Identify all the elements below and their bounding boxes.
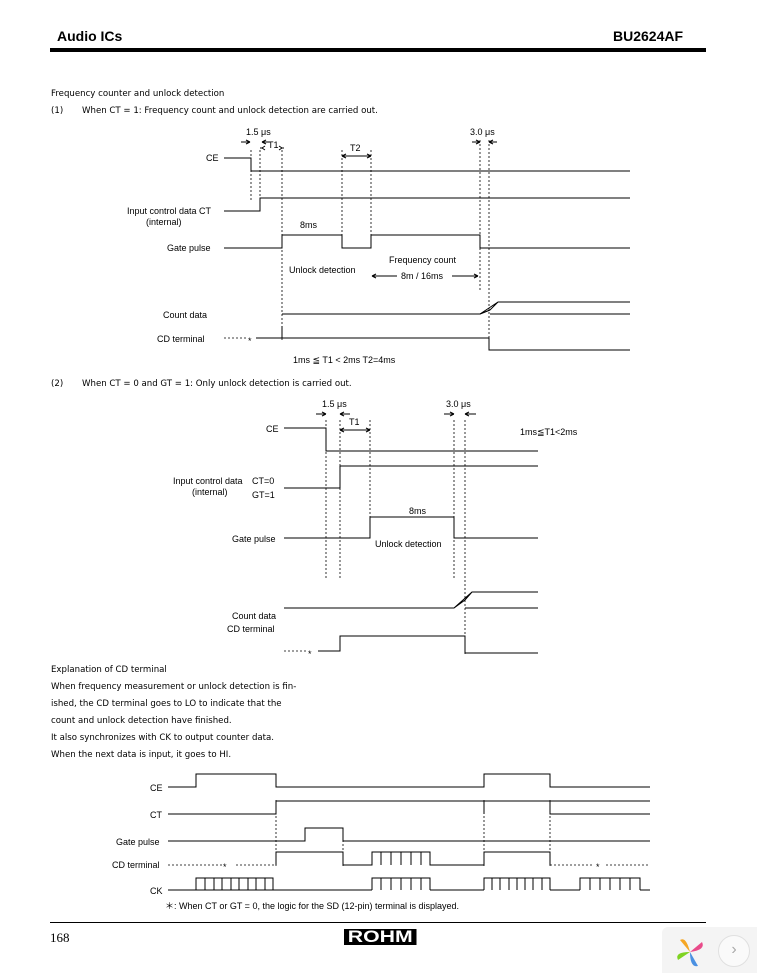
d2-guides [325, 420, 466, 655]
d1-star: * [248, 336, 252, 346]
explain-line-3: count and unlock detection have finished… [51, 716, 232, 726]
d3-ce-label: CE [150, 783, 163, 793]
d3-cd-burst [371, 852, 422, 865]
d1-freq-span [371, 273, 479, 279]
d1-count-label: Count data [163, 310, 207, 320]
d2-gt1-label: GT=1 [252, 490, 275, 500]
d2-internal-label: (internal) [192, 487, 228, 497]
explain-line-5: When the next data is input, it goes to … [51, 750, 232, 760]
d3-ck-bursts [195, 877, 650, 891]
d2-star: * [308, 649, 312, 659]
d3-ce-wave [168, 773, 650, 788]
d3-gate-wave [168, 827, 650, 842]
d1-guides [250, 140, 490, 352]
d2-cond: 1ms≦T1<2ms [520, 427, 578, 437]
d1-t30-label: 3.0 μs [470, 127, 495, 137]
rohm-logo: ROHM [344, 928, 417, 945]
footer-rule [50, 922, 706, 923]
d3-star-b: * [596, 862, 600, 872]
d3-ck-label: CK [150, 886, 163, 896]
explain-title: Explanation of CD terminal [51, 665, 167, 675]
d1-arrow-a [241, 139, 251, 145]
d2-ce-wave [284, 427, 538, 452]
d2-cd-wave [318, 635, 538, 654]
d2-arrows-a [316, 411, 350, 417]
d2-cd-label: CD terminal [227, 624, 275, 634]
d3-cd-label: CD terminal [112, 860, 160, 870]
d3-ct-label: CT [150, 810, 162, 820]
d1-icd-label: Input control data CT [127, 206, 212, 216]
explain-line-1: When frequency measurement or unlock det… [51, 682, 297, 692]
d1-t2-label: T2 [350, 143, 361, 153]
d3-ct-wave [168, 800, 650, 815]
d2-count-label: Count data [232, 611, 276, 621]
d1-gate-label: Gate pulse [167, 243, 211, 253]
d1-cd-label: CD terminal [157, 334, 205, 344]
d2-t30-label: 3.0 μs [446, 399, 471, 409]
d3-gate-label: Gate pulse [116, 837, 160, 847]
d1-t15-label: 1.5 μs [246, 127, 271, 137]
item2-text: When CT = 0 and GT = 1: Only unlock dete… [82, 379, 352, 389]
header-rule [50, 48, 706, 52]
d1-ce-wave [224, 157, 630, 172]
d2-t1-label: T1 [349, 417, 360, 427]
d1-freq-label: Frequency count [389, 255, 457, 265]
d2-8ms-label: 8ms [409, 506, 427, 516]
d2-gate-wave [284, 516, 538, 539]
d3-star-a: * [223, 862, 227, 872]
d3-note: ＊: When CT or GT = 0, the logic for the … [165, 901, 459, 911]
d2-t1-span [339, 427, 371, 433]
item1-number: (1) [51, 106, 64, 116]
d2-ce-label: CE [266, 424, 279, 434]
d2-ct0-label: CT=0 [252, 476, 274, 486]
d1-unlock-label: Unlock detection [289, 265, 356, 275]
d2-unlock-label: Unlock detection [375, 539, 442, 549]
d1-arrow-b [261, 139, 270, 145]
d1-t2-span [341, 153, 372, 159]
explain-line-2: ished, the CD terminal goes to LO to ind… [51, 699, 282, 709]
header-section-title: Audio ICs [57, 28, 123, 44]
page-number: 168 [50, 930, 70, 945]
d1-arrow-c [472, 139, 481, 145]
section-title: Frequency counter and unlock detection [51, 89, 225, 99]
d3-guides [275, 800, 551, 866]
d1-8ms-label: 8ms [300, 220, 318, 230]
d2-arrows-b [444, 411, 476, 417]
explain-line-4: It also synchronizes with CK to output c… [51, 733, 275, 743]
d1-ce-label: CE [206, 153, 219, 163]
d1-count-cross [479, 309, 491, 315]
d1-arrow-d [488, 139, 497, 145]
d1-t1-span [260, 145, 284, 151]
header-part-number: BU2624AF [613, 28, 684, 44]
d1-t1-label: T1 [268, 140, 279, 150]
item1-text: When CT = 1: Frequency count and unlock … [82, 106, 378, 116]
d2-gate-label: Gate pulse [232, 534, 276, 544]
d3-cd-wave [275, 851, 551, 866]
d2-t15-label: 1.5 μs [322, 399, 347, 409]
d1-ct-wave [224, 197, 630, 212]
item2-number: (2) [51, 379, 64, 389]
pinwheel-icon [677, 939, 703, 967]
d1-freqv-label: 8m / 16ms [401, 271, 444, 281]
d1-internal-label: (internal) [146, 217, 182, 227]
d2-icd-label: Input control data [173, 476, 243, 486]
next-page-button[interactable]: › [718, 935, 750, 967]
d1-cond: 1ms ≦ T1 < 2ms T2=4ms [293, 355, 396, 365]
